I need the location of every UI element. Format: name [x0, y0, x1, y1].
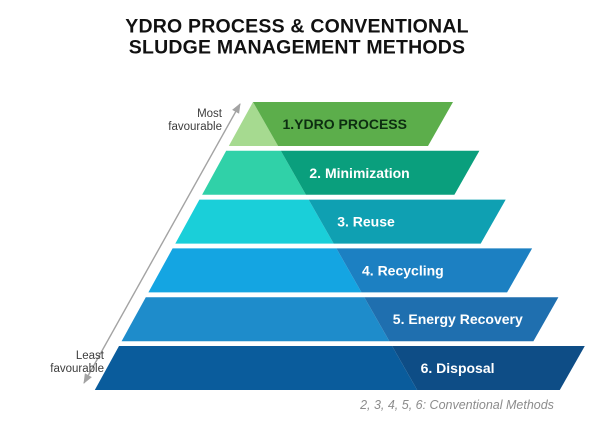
pyramid-level-6: 6. Disposal — [94, 346, 585, 390]
level-5-light-face — [121, 297, 390, 342]
level-2-light-face — [202, 150, 306, 195]
level-1-label: 1.YDRO PROCESS — [283, 116, 407, 132]
most-favourable-label: Most favourable — [168, 108, 223, 133]
most-favourable-line-2: favourable — [168, 121, 222, 133]
level-6-banner — [392, 346, 585, 390]
pyramid: 1.YDRO PROCESS 2. Minimization 3. Reuse … — [94, 102, 585, 390]
level-3-banner — [308, 199, 506, 244]
footnote: 2, 3, 4, 5, 6: Conventional Methods — [359, 398, 554, 412]
least-favourable-line-2: favourable — [50, 363, 104, 375]
pyramid-level-5: 5. Energy Recovery — [121, 297, 559, 342]
level-1-banner — [253, 102, 453, 146]
page-title: YDRO PROCESS & CONVENTIONAL SLUDGE MANAG… — [125, 16, 468, 59]
level-2-label: 2. Minimization — [309, 165, 409, 181]
pyramid-level-1: 1.YDRO PROCESS — [228, 102, 453, 146]
level-6-label: 6. Disposal — [421, 360, 495, 376]
pyramid-level-2: 2. Minimization — [202, 150, 480, 195]
level-4-banner — [336, 248, 533, 293]
level-2-banner — [280, 150, 480, 195]
level-3-label: 3. Reuse — [337, 214, 395, 230]
least-favourable-line-1: Least — [76, 350, 105, 362]
level-4-label: 4. Recycling — [362, 262, 444, 278]
favourability-arrow — [83, 103, 241, 384]
level-3-light-face — [175, 199, 334, 244]
level-4-light-face — [148, 248, 362, 293]
pyramid-level-3: 3. Reuse — [175, 199, 506, 244]
title-line-1: YDRO PROCESS & CONVENTIONAL — [125, 16, 468, 38]
least-favourable-label: Least favourable — [50, 350, 105, 375]
level-5-label: 5. Energy Recovery — [393, 311, 523, 327]
level-5-banner — [364, 297, 559, 342]
title-line-2: SLUDGE MANAGEMENT METHODS — [129, 37, 466, 59]
level-1-light-face — [228, 102, 279, 146]
most-favourable-line-1: Most — [197, 108, 223, 120]
level-6-light-face — [94, 346, 418, 390]
pyramid-level-4: 4. Recycling — [148, 248, 533, 293]
favourability-arrow-line — [83, 103, 241, 384]
